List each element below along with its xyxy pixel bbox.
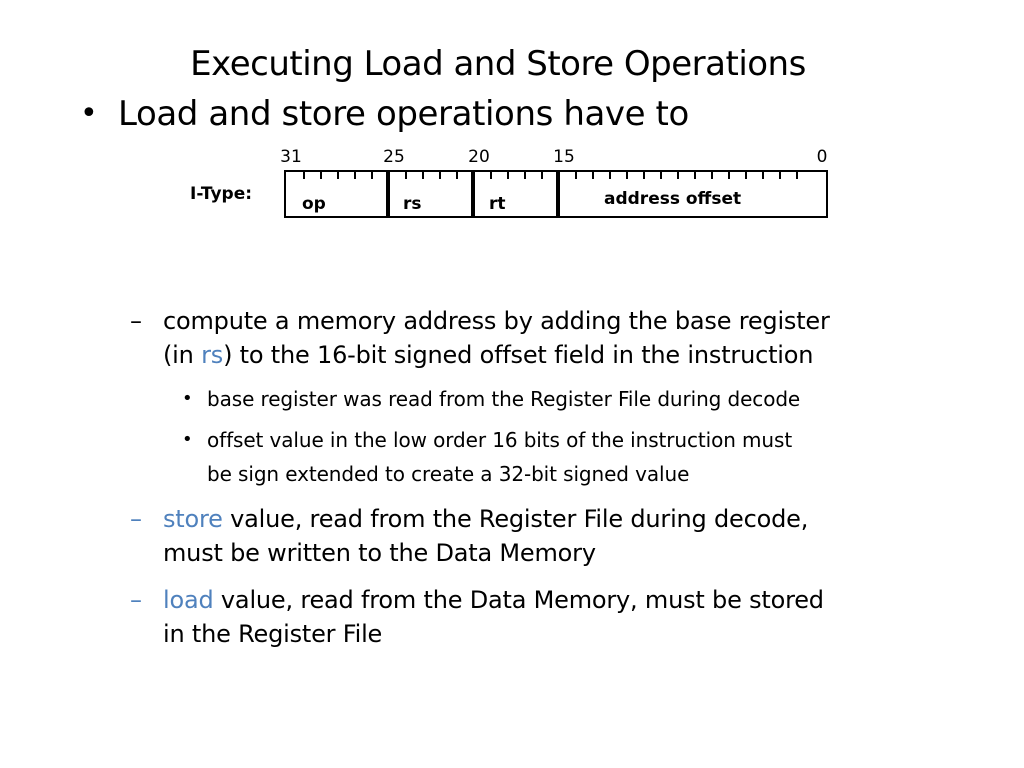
store-keyword: store <box>163 505 223 533</box>
bit-tick <box>796 172 798 179</box>
bit-tick <box>507 172 509 179</box>
sub-bullet-compute-line2: (in rs) to the 16-bit signed offset fiel… <box>163 338 963 372</box>
line2-pre: (in <box>163 341 202 369</box>
bit-number-15: 15 <box>553 147 575 167</box>
bit-tick <box>694 172 696 179</box>
bit-number-20: 20 <box>468 147 490 167</box>
bit-tick <box>354 172 356 179</box>
bit-tick <box>541 172 543 179</box>
field-divider <box>556 170 560 218</box>
bit-tick <box>303 172 305 179</box>
bit-tick <box>575 172 577 179</box>
bit-tick <box>728 172 730 179</box>
bullet-dot-icon: • <box>182 388 193 409</box>
bit-tick <box>626 172 628 179</box>
slide-title: Executing Load and Store Operations <box>190 44 806 84</box>
bit-tick <box>711 172 713 179</box>
bit-tick <box>337 172 339 179</box>
bit-tick <box>456 172 458 179</box>
load-line1-post: value, read from the Data Memory, must b… <box>213 586 824 614</box>
load-keyword: load <box>163 586 214 614</box>
bit-tick <box>371 172 373 179</box>
bullet-dot-icon: • <box>182 429 193 450</box>
field-rs: rs <box>403 194 422 214</box>
bit-tick <box>405 172 407 179</box>
bit-tick <box>779 172 781 179</box>
dash-marker-icon: – <box>130 505 142 533</box>
main-bullet-text: Load and store operations have to <box>118 94 689 134</box>
bit-tick <box>592 172 594 179</box>
field-divider <box>471 170 475 218</box>
field-address-offset: address offset <box>604 189 742 209</box>
bit-tick <box>745 172 747 179</box>
sub-bullet-compute-text: compute a memory address by adding the b… <box>163 304 963 372</box>
load-line2: in the Register File <box>163 620 383 648</box>
bit-tick <box>439 172 441 179</box>
instruction-format-box: op rs rt address offset <box>284 170 828 218</box>
bit-tick <box>643 172 645 179</box>
store-line1: store value, read from the Register File… <box>163 502 963 536</box>
sub-bullet-compute-line1: compute a memory address by adding the b… <box>163 307 830 335</box>
bit-tick <box>490 172 492 179</box>
bullet-dot-icon: • <box>80 96 98 131</box>
bit-tick <box>524 172 526 179</box>
bit-tick <box>660 172 662 179</box>
store-line1-post: value, read from the Register File durin… <box>222 505 809 533</box>
sub-bullet-store-text: store value, read from the Register File… <box>163 502 963 570</box>
bit-tick <box>609 172 611 179</box>
sub-sub-bullet-text: base register was read from the Register… <box>207 387 801 411</box>
field-divider <box>386 170 390 218</box>
store-line2: must be written to the Data Memory <box>163 539 596 567</box>
bit-number-25: 25 <box>383 147 405 167</box>
offset-line2: be sign extended to create a 32-bit sign… <box>207 462 690 486</box>
rs-keyword: rs <box>201 341 224 369</box>
bit-number-31: 31 <box>280 147 302 167</box>
field-op: op <box>302 194 326 214</box>
bit-number-0: 0 <box>816 147 828 167</box>
bit-tick <box>762 172 764 179</box>
bit-tick <box>320 172 322 179</box>
line2-post: ) to the 16-bit signed offset field in t… <box>223 341 814 369</box>
dash-marker-icon: – <box>130 307 142 335</box>
bit-tick <box>422 172 424 179</box>
load-line1: load value, read from the Data Memory, m… <box>163 583 963 617</box>
sub-sub-bullet-text: offset value in the low order 16 bits of… <box>207 423 967 491</box>
sub-bullet-load-text: load value, read from the Data Memory, m… <box>163 583 963 651</box>
bit-tick <box>677 172 679 179</box>
dash-marker-icon: – <box>130 586 142 614</box>
field-rt: rt <box>489 194 506 214</box>
offset-line1: offset value in the low order 16 bits of… <box>207 428 793 452</box>
itype-label: I-Type: <box>190 184 253 204</box>
